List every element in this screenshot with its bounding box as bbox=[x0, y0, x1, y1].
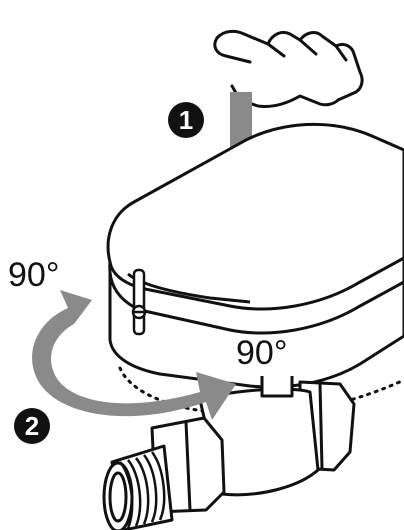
curved-rotate-arrow-icon bbox=[32, 290, 236, 420]
side-latch bbox=[131, 268, 147, 336]
angle-label-left: 90° bbox=[8, 256, 59, 294]
angle-label-right: 90° bbox=[236, 334, 287, 372]
hand-press-icon bbox=[213, 29, 364, 108]
step-1-badge: 1 bbox=[168, 102, 204, 138]
valve-body bbox=[102, 376, 356, 530]
step-2-badge: 2 bbox=[14, 408, 50, 444]
rotation-guide-dotted bbox=[118, 366, 404, 417]
step-2-number: 2 bbox=[25, 411, 39, 441]
actuator-housing bbox=[106, 122, 404, 389]
pipe-threads bbox=[119, 451, 166, 529]
step-1-number: 1 bbox=[179, 105, 193, 135]
